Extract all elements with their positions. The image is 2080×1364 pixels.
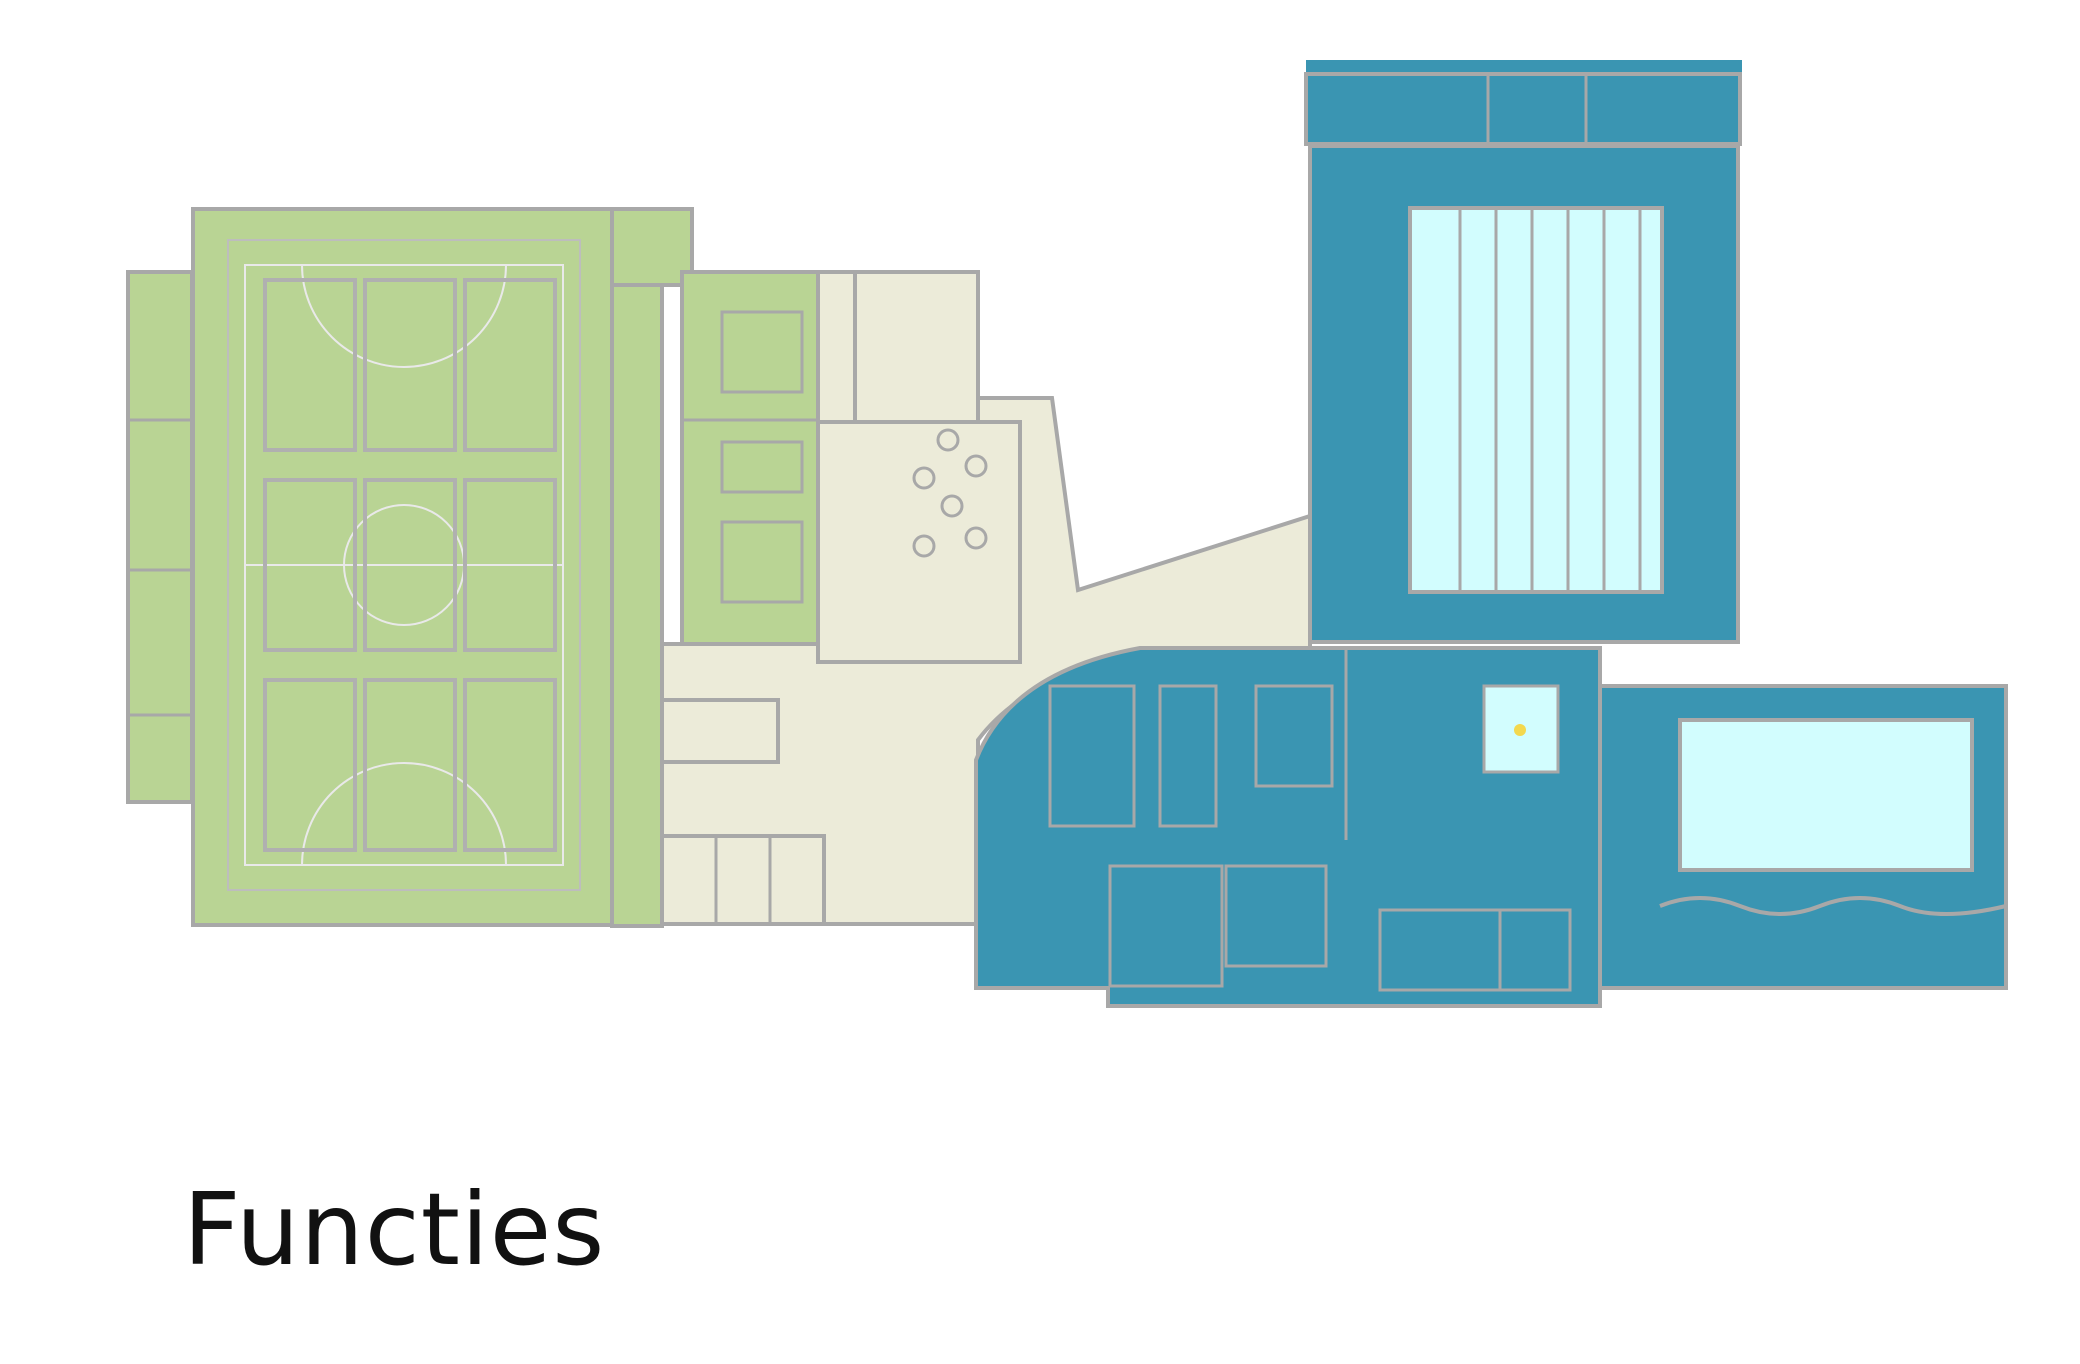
changing-rooms-sport	[680, 270, 820, 646]
pool-top-strip	[1306, 60, 1742, 74]
court-grid	[263, 278, 557, 852]
play-element	[1514, 724, 1526, 736]
pool-room-partitions	[1048, 648, 1572, 992]
competition-pool	[1408, 206, 1664, 594]
side-storage	[126, 270, 194, 804]
cafe-tables	[912, 428, 988, 558]
kids-pool	[1482, 684, 1560, 774]
changing-room-partitions	[682, 310, 818, 604]
pool-edge-wave	[1659, 896, 2007, 916]
sport-zone	[126, 207, 820, 928]
storage-block	[660, 834, 826, 926]
entrance-zone	[660, 270, 1312, 926]
diagram-caption: Functies	[183, 1171, 606, 1288]
office	[853, 270, 980, 424]
pool-changing-area	[974, 646, 1602, 1008]
pool-zone	[974, 60, 2008, 1008]
pool-lanes	[1458, 210, 1642, 590]
court-arc-top	[301, 264, 507, 368]
toilets	[660, 698, 780, 764]
cafe-area	[816, 420, 1022, 664]
tribune-top	[610, 207, 694, 287]
recreation-pool	[1678, 718, 1974, 872]
court-arc-bottom	[301, 762, 507, 866]
sports-court	[227, 239, 581, 891]
pool-technical-rooms	[1304, 72, 1742, 146]
sport-hall	[191, 207, 614, 927]
tribune	[610, 246, 664, 928]
